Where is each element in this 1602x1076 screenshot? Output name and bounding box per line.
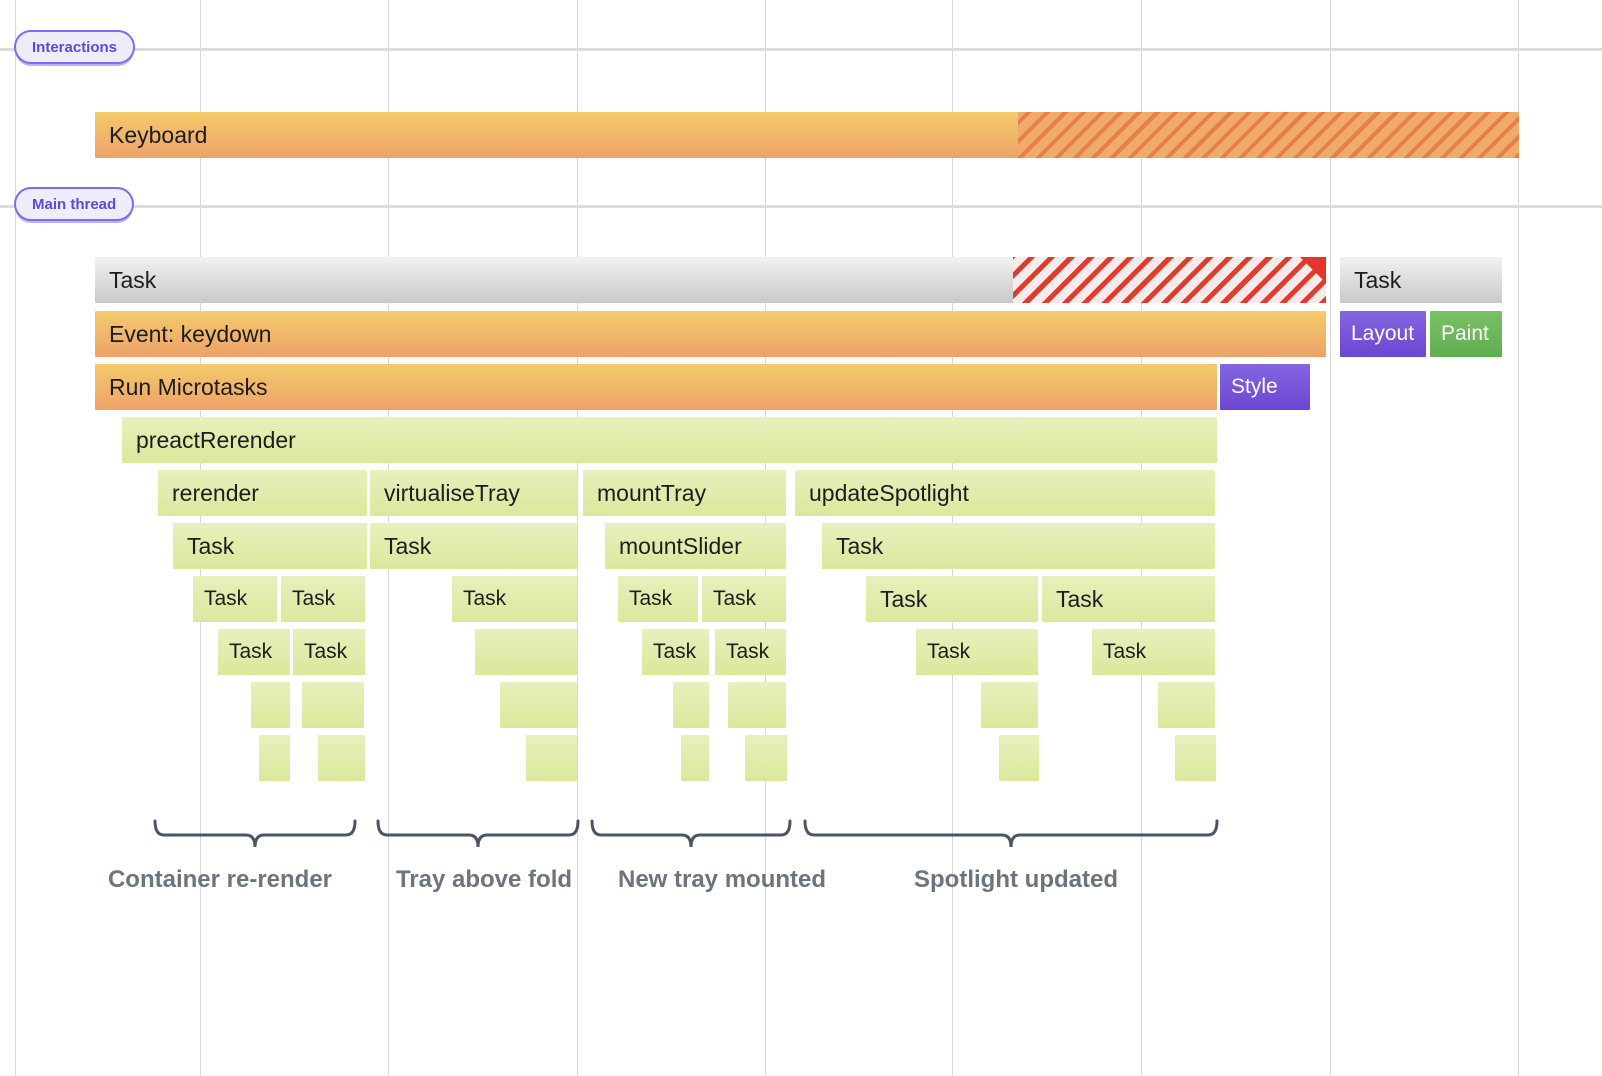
gridline-7 — [1330, 0, 1331, 1076]
flame-block-r7-unnamed-2[interactable] — [475, 629, 577, 675]
flame-block-r5-task-0[interactable]: Task — [173, 523, 367, 569]
flame-block-r7-task-4[interactable]: Task — [715, 629, 786, 675]
flame-block-r9-unnamed-0[interactable] — [259, 735, 290, 781]
track-label-main-thread[interactable]: Main thread — [14, 187, 135, 221]
flame-block-r1-layout-1[interactable]: Layout — [1340, 311, 1426, 357]
flame-block-r6-task-0[interactable]: Task — [193, 576, 277, 622]
flame-block-r5-task-3[interactable]: Task — [822, 523, 1215, 569]
flame-block-r8-unnamed-2[interactable] — [500, 682, 577, 728]
flame-block-r4-rerender-0[interactable]: rerender — [158, 470, 367, 516]
bracket-2 — [590, 819, 792, 848]
flame-block-r0-task-1[interactable]: Task — [1340, 257, 1502, 303]
flame-block-r3-preactrerender-0[interactable]: preactRerender — [122, 417, 1217, 463]
flame-block-r4-mounttray-2[interactable]: mountTray — [583, 470, 786, 516]
bracket-label-new-tray-mounted: New tray mounted — [617, 866, 827, 893]
flame-block-r9-unnamed-2[interactable] — [526, 735, 577, 781]
flame-block-r2-style-1[interactable]: Style — [1220, 364, 1310, 410]
flame-block-r9-unnamed-3[interactable] — [681, 735, 709, 781]
bracket-label-spotlight-updated: Spotlight updated — [914, 866, 1118, 893]
flame-block-r9-unnamed-5[interactable] — [999, 735, 1039, 781]
gridline-8 — [1518, 0, 1519, 1076]
long-task-flag-icon[interactable] — [1300, 257, 1326, 283]
annotation-brackets — [153, 819, 1219, 848]
track-rule-0 — [0, 48, 1602, 51]
flame-block-r5-task-1[interactable]: Task — [370, 523, 577, 569]
flame-block-r6-task-6[interactable]: Task — [1042, 576, 1215, 622]
flame-block-r6-task-2[interactable]: Task — [452, 576, 577, 622]
flame-block-r8-unnamed-3[interactable] — [673, 682, 709, 728]
flame-block-r4-updatespotlight-3[interactable]: updateSpotlight — [795, 470, 1215, 516]
flame-block-r8-unnamed-6[interactable] — [1158, 682, 1215, 728]
flame-block-r7-task-3[interactable]: Task — [642, 629, 709, 675]
flame-block-r9-unnamed-1[interactable] — [318, 735, 365, 781]
flame-block-r6-task-5[interactable]: Task — [866, 576, 1038, 622]
flame-block-r5-mountslider-2[interactable]: mountSlider — [605, 523, 786, 569]
flame-block-r6-task-3[interactable]: Task — [618, 576, 698, 622]
flame-block-r6-task-4[interactable]: Task — [702, 576, 786, 622]
flame-block-r6-task-1[interactable]: Task — [281, 576, 365, 622]
flame-block-r1-event-keydown-0[interactable]: Event: keydown — [95, 311, 1326, 357]
bracket-1 — [376, 819, 580, 848]
bracket-label-tray-above-fold: Tray above fold — [395, 866, 573, 893]
flame-block-r4-virtualisetray-1[interactable]: virtualiseTray — [370, 470, 577, 516]
track-label-interactions[interactable]: Interactions — [14, 30, 136, 64]
flame-block-r9-unnamed-4[interactable] — [745, 735, 787, 781]
flame-block-r9-unnamed-6[interactable] — [1175, 735, 1216, 781]
interaction-long-duration-overlay — [1018, 112, 1519, 158]
gridline-3 — [577, 0, 578, 1076]
flame-block-r7-task-5[interactable]: Task — [916, 629, 1038, 675]
flame-block-r2-run-microtasks-0[interactable]: Run Microtasks — [95, 364, 1217, 410]
bracket-0 — [153, 819, 357, 848]
long-task-warning-overlay — [1013, 257, 1326, 303]
flame-block-r8-unnamed-4[interactable] — [728, 682, 786, 728]
flame-block-r7-task-1[interactable]: Task — [293, 629, 365, 675]
flame-block-r1-paint-2[interactable]: Paint — [1430, 311, 1502, 357]
flame-block-r8-unnamed-0[interactable] — [251, 682, 290, 728]
bracket-label-container-re-render: Container re-render — [107, 866, 333, 893]
track-rule-1 — [0, 205, 1602, 208]
flame-block-r7-task-0[interactable]: Task — [218, 629, 290, 675]
gridline-0 — [15, 0, 16, 1076]
flame-block-r8-unnamed-5[interactable] — [981, 682, 1038, 728]
bracket-3 — [803, 819, 1219, 848]
flame-block-r8-unnamed-1[interactable] — [302, 682, 364, 728]
flame-block-r7-task-6[interactable]: Task — [1092, 629, 1215, 675]
